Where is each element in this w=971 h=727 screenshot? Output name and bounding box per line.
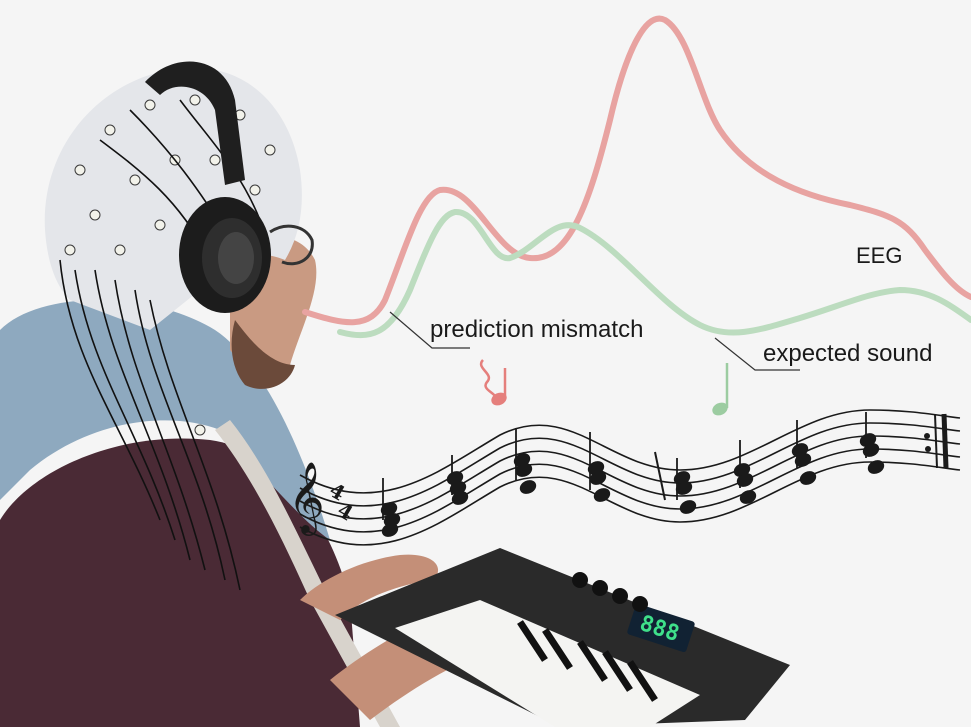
headphones-earcup <box>179 197 271 313</box>
keyboard-white-keys <box>395 600 700 727</box>
expected-sound-label: expected sound <box>763 340 933 367</box>
headphones-band <box>145 61 245 185</box>
eeg-trace <box>302 15 971 326</box>
chord-3 <box>513 428 537 494</box>
left-arm <box>300 554 439 620</box>
electrodes <box>64 94 276 436</box>
treble-clef-icon: 𝄞 <box>288 460 325 536</box>
glasses <box>269 224 314 266</box>
expected-sound-trace <box>337 209 971 339</box>
keyboard-display <box>627 603 695 653</box>
keyboard-knobs <box>572 572 648 612</box>
red-music-note-icon <box>479 359 507 406</box>
chord-4 <box>587 432 611 502</box>
scarf <box>0 300 330 540</box>
prediction-mismatch-label: prediction mismatch <box>430 316 644 343</box>
chord-7 <box>791 420 817 485</box>
chord-2 <box>446 455 469 505</box>
beard <box>231 320 295 389</box>
eeg-label: EEG <box>856 243 903 268</box>
green-music-note-icon <box>712 363 729 416</box>
chord-8 <box>859 412 885 474</box>
staff-notes <box>380 412 885 537</box>
midi-keyboard: 888 <box>335 548 790 727</box>
chord-1 <box>380 478 401 537</box>
mismatch-leader-line <box>389 311 470 349</box>
person-illustration <box>0 61 610 727</box>
chord-6 <box>733 440 757 504</box>
chord-5 <box>673 458 697 514</box>
keyboard-black-keys <box>517 620 658 702</box>
shoulder-strap <box>215 420 400 727</box>
musical-staff <box>299 409 961 546</box>
bar-lines <box>654 413 949 501</box>
repeat-dots <box>924 433 931 452</box>
expected-leader-line <box>714 337 800 371</box>
